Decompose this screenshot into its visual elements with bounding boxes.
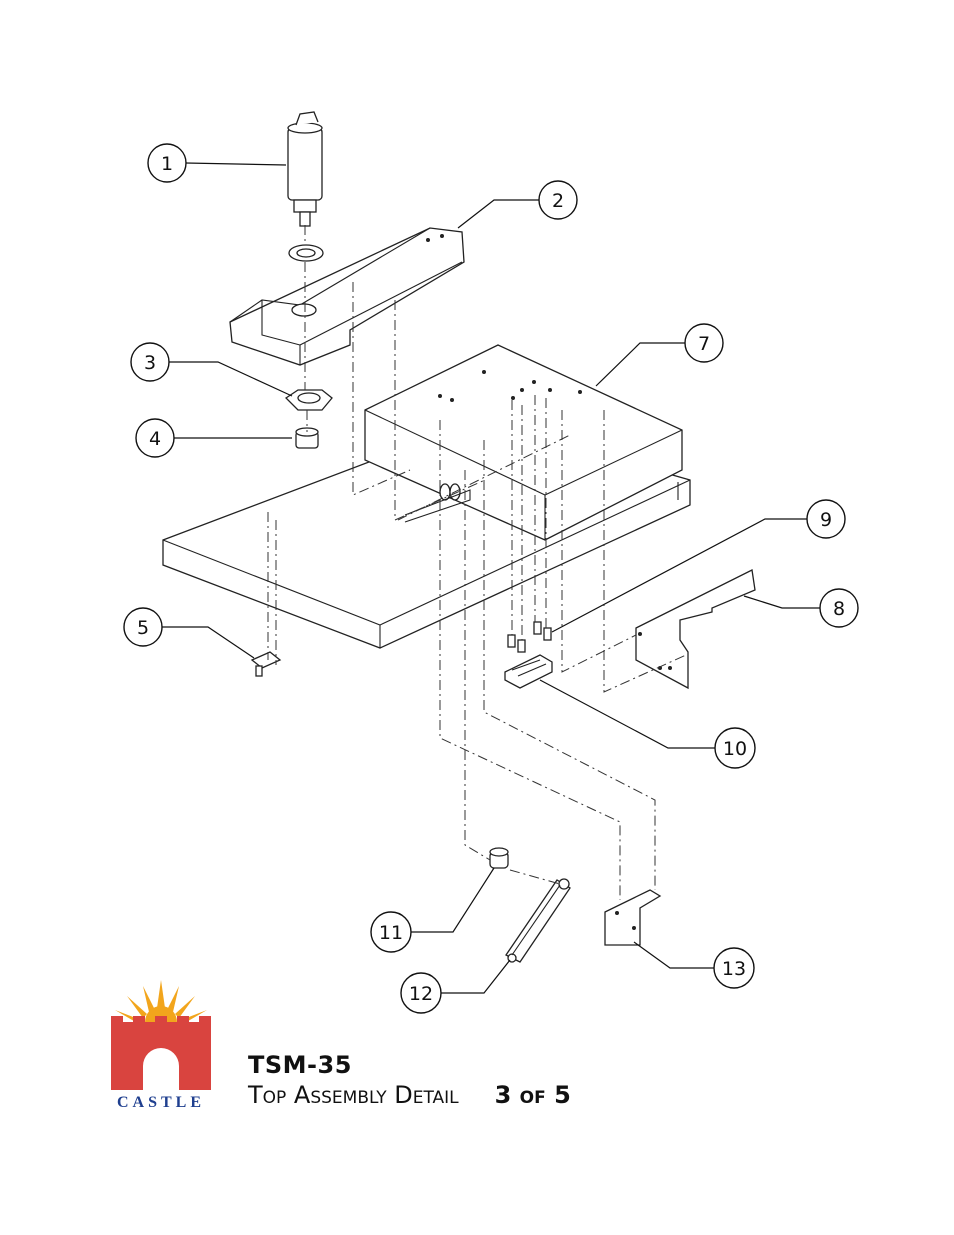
drawing-subtitle: Top Assembly Detail: [248, 1081, 459, 1109]
svg-text:8: 8: [833, 598, 845, 620]
callout-8: 8: [820, 589, 858, 627]
logo-wordmark: CASTLE: [105, 1094, 217, 1112]
part-12-handle: [506, 879, 570, 962]
callout-12: 12: [401, 973, 441, 1013]
svg-text:5: 5: [137, 617, 149, 639]
subtitle-row: Top Assembly Detail 3 of 5: [248, 1080, 571, 1110]
svg-text:10: 10: [723, 738, 747, 760]
svg-text:4: 4: [149, 428, 161, 450]
callout-13: 13: [714, 948, 754, 988]
svg-text:12: 12: [409, 983, 433, 1005]
callout-1: 1: [148, 144, 186, 182]
svg-text:9: 9: [820, 509, 832, 531]
part-13-l-bracket: [605, 890, 660, 945]
svg-text:2: 2: [552, 190, 564, 212]
page-indicator: 3 of 5: [495, 1081, 571, 1109]
castle-logo-icon: [105, 978, 217, 1113]
svg-text:13: 13: [722, 958, 746, 980]
callout-7: 7: [685, 324, 723, 362]
part-11-knob: [490, 848, 508, 868]
washer: [289, 245, 323, 261]
svg-text:7: 7: [698, 333, 710, 355]
callout-2: 2: [539, 181, 577, 219]
part-1-motor: [288, 112, 322, 226]
callout-9: 9: [807, 500, 845, 538]
svg-text:1: 1: [161, 153, 173, 175]
svg-text:3: 3: [144, 352, 156, 374]
part-9-spacers: [508, 622, 551, 652]
part-2-arm: [230, 228, 464, 365]
callout-3: 3: [131, 343, 169, 381]
callout-11: 11: [371, 912, 411, 952]
footer-title-block: TSM-35 Top Assembly Detail 3 of 5: [248, 1050, 571, 1110]
callout-10: 10: [715, 728, 755, 768]
model-number: TSM-35: [248, 1050, 571, 1080]
part-3-nut: [286, 390, 332, 410]
castle-tower-icon: [111, 1016, 211, 1090]
svg-text:11: 11: [379, 922, 403, 944]
part-8-bracket: [636, 570, 755, 688]
callout-4: 4: [136, 419, 174, 457]
callout-5: 5: [124, 608, 162, 646]
